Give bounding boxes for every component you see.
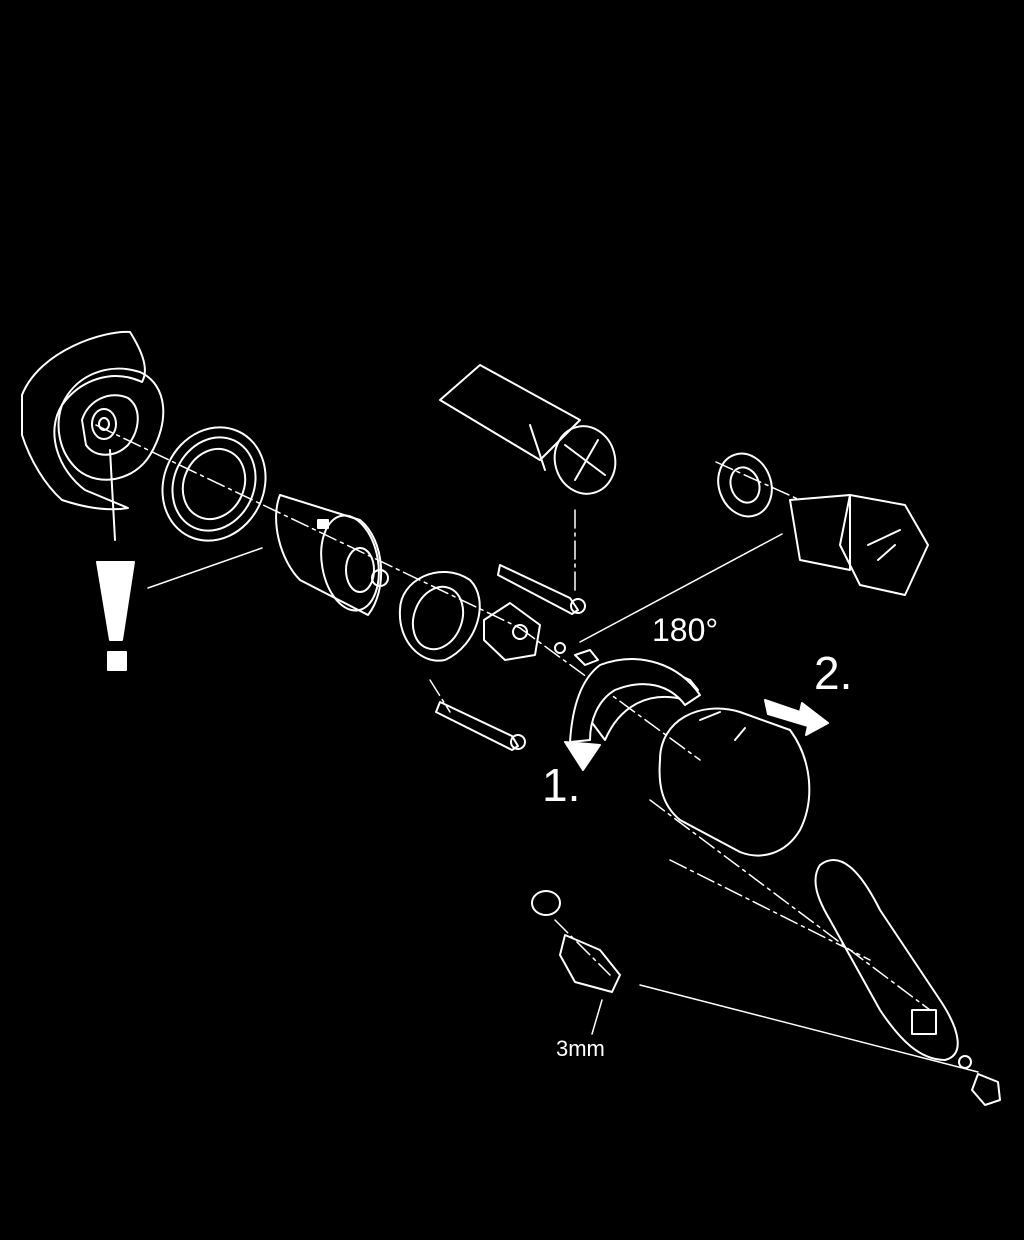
handle-knob (589, 671, 811, 857)
curved-arrow-icon (564, 658, 701, 771)
extension-pipe (439, 364, 617, 495)
hex-key-size-label: 3mm (556, 1036, 605, 1061)
lever-handle (814, 859, 959, 1061)
step-2-label: 2. (814, 647, 853, 699)
rotation-angle-label: 180° (652, 612, 719, 648)
valve-housing (21, 330, 165, 541)
long-screws (435, 564, 586, 751)
flange-plate (398, 570, 481, 662)
exclamation-mark-icon (96, 561, 135, 671)
small-screw-bottom (531, 890, 1001, 1106)
step-1-label: 1. (542, 759, 581, 811)
thermostat-cartridge (275, 494, 389, 616)
washer-and-bolt (717, 452, 929, 596)
straight-arrow-icon (764, 699, 829, 736)
leader-lines (147, 533, 979, 1073)
retaining-ring (161, 426, 267, 542)
stop-ring-and-screw (483, 602, 599, 666)
